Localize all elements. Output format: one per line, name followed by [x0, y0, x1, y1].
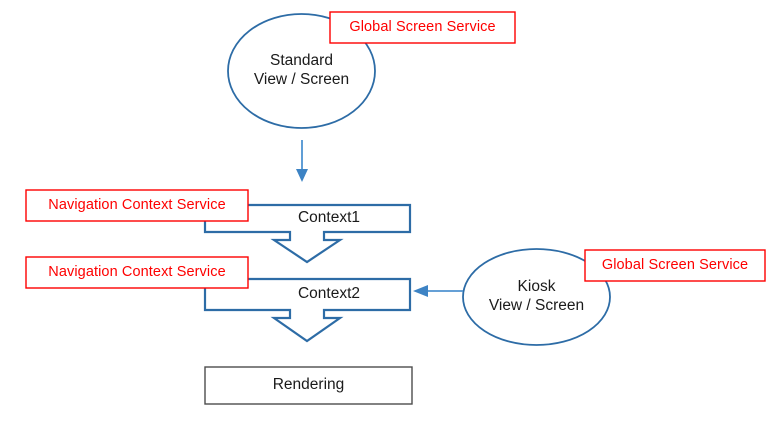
context1-shape[interactable] [203, 203, 412, 264]
kiosk-view-ellipse[interactable] [462, 248, 611, 346]
context2-shape[interactable] [203, 277, 412, 343]
annotation-box-global-screen-service-right[interactable] [584, 249, 766, 282]
annotation-box-navigation-context-service-1[interactable] [25, 189, 249, 222]
rendering-box[interactable] [204, 366, 413, 405]
arrow-kiosk-to-context2 [413, 285, 463, 297]
annotation-box-global-screen-service-top[interactable] [329, 11, 516, 44]
arrow-standard-to-context1 [296, 140, 308, 182]
annotation-box-navigation-context-service-2[interactable] [25, 256, 249, 289]
